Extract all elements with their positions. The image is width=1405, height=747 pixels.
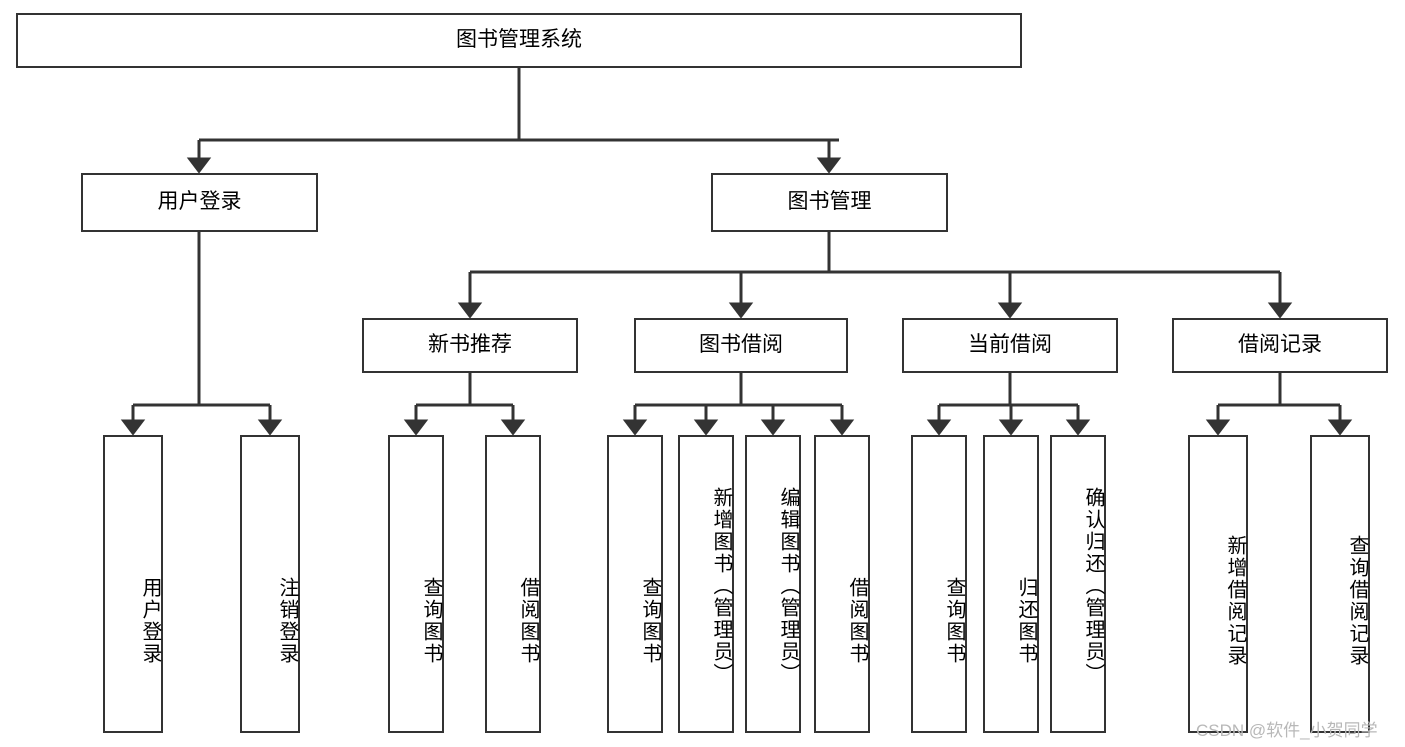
leaf-record-query-label: 查询借阅记录 [1346, 535, 1368, 667]
node-current-borrow[interactable]: 当前借阅 [902, 318, 1118, 373]
node-new-book-recommend[interactable]: 新书推荐 [362, 318, 578, 373]
csdn-watermark: CSDN @软件_小贺同学 [1196, 721, 1378, 740]
leaf-borrow-add-book[interactable]: 新增图书（管理员） [678, 435, 734, 733]
node-root-system[interactable]: 图书管理系统 [16, 13, 1022, 68]
leaf-current-return-book-label: 归还图书 [1015, 577, 1037, 665]
leaf-borrow-edit-book-label: 编辑图书（管理员） [777, 487, 799, 685]
leaf-new-book-query[interactable]: 查询图书 [388, 435, 444, 733]
leaf-current-confirm-return[interactable]: 确认归还（管理员） [1050, 435, 1106, 733]
node-book-management[interactable]: 图书管理 [711, 173, 948, 232]
leaf-user-login-label: 用户登录 [139, 577, 161, 665]
leaf-borrow-borrow-book-label: 借阅图书 [846, 577, 868, 665]
leaf-record-query[interactable]: 查询借阅记录 [1310, 435, 1370, 733]
leaf-new-book-borrow-label: 借阅图书 [517, 577, 539, 665]
node-user-login[interactable]: 用户登录 [81, 173, 318, 232]
leaf-new-book-query-label: 查询图书 [420, 577, 442, 665]
leaf-user-logout-label: 注销登录 [276, 577, 298, 665]
leaf-current-return-book[interactable]: 归还图书 [983, 435, 1039, 733]
leaf-user-logout[interactable]: 注销登录 [240, 435, 300, 733]
node-borrow-record[interactable]: 借阅记录 [1172, 318, 1388, 373]
node-user-login-label: 用户登录 [157, 190, 242, 214]
leaf-record-add[interactable]: 新增借阅记录 [1188, 435, 1248, 733]
node-new-book-recommend-label: 新书推荐 [428, 333, 512, 357]
leaf-borrow-add-book-label: 新增图书（管理员） [710, 487, 732, 685]
leaf-record-add-label: 新增借阅记录 [1224, 535, 1246, 667]
leaf-borrow-borrow-book[interactable]: 借阅图书 [814, 435, 870, 733]
leaf-user-login[interactable]: 用户登录 [103, 435, 163, 733]
leaf-borrow-edit-book[interactable]: 编辑图书（管理员） [745, 435, 801, 733]
leaf-current-query-book[interactable]: 查询图书 [911, 435, 967, 733]
node-book-borrow[interactable]: 图书借阅 [634, 318, 848, 373]
node-current-borrow-label: 当前借阅 [968, 333, 1052, 357]
leaf-new-book-borrow[interactable]: 借阅图书 [485, 435, 541, 733]
node-book-borrow-label: 图书借阅 [699, 333, 783, 357]
node-borrow-record-label: 借阅记录 [1238, 333, 1322, 357]
leaf-borrow-query-book[interactable]: 查询图书 [607, 435, 663, 733]
leaf-current-query-book-label: 查询图书 [943, 577, 965, 665]
node-root-system-label: 图书管理系统 [456, 28, 582, 52]
node-book-management-label: 图书管理 [787, 190, 872, 214]
leaf-borrow-query-book-label: 查询图书 [639, 577, 661, 665]
leaf-current-confirm-return-label: 确认归还（管理员） [1082, 487, 1104, 685]
